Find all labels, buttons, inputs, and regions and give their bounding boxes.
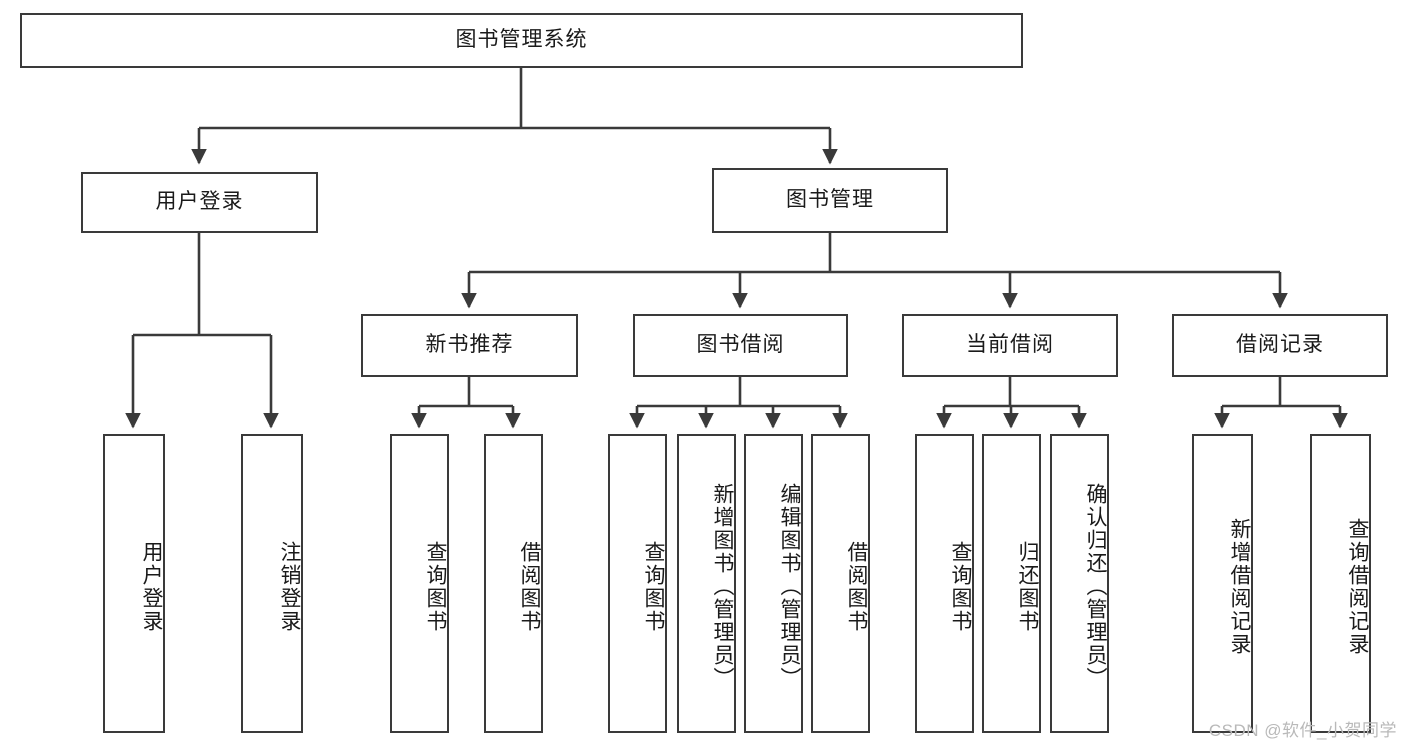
node-label: 确认归还（管理员）	[1084, 483, 1107, 690]
leaf-borrow-query-book[interactable]: 查询图书	[608, 434, 667, 733]
node-label: 图书借阅	[696, 333, 785, 357]
node-label: 借阅图书	[518, 540, 541, 633]
node-label: 新增借阅记录	[1228, 517, 1251, 656]
node-label: 图书管理系统	[455, 28, 588, 52]
node-label: 查询借阅记录	[1346, 517, 1369, 656]
node-label: 借阅记录	[1236, 333, 1324, 357]
node-user-login[interactable]: 用户登录	[81, 172, 318, 233]
node-label: 当前借阅	[966, 333, 1054, 357]
leaf-user-login[interactable]: 用户登录	[103, 434, 165, 733]
leaf-record-query-borrow-record[interactable]: 查询借阅记录	[1310, 434, 1371, 733]
leaf-recommend-borrow-book[interactable]: 借阅图书	[484, 434, 543, 733]
node-label: 图书管理	[786, 188, 874, 212]
node-label: 归还图书	[1016, 540, 1039, 633]
leaf-recommend-query-book[interactable]: 查询图书	[390, 434, 449, 733]
csdn-watermark: CSDN @软件_小贺同学	[1208, 721, 1397, 740]
node-root-system[interactable]: 图书管理系统	[20, 13, 1023, 68]
node-label: 新增图书（管理员）	[711, 483, 734, 690]
node-book-borrow[interactable]: 图书借阅	[633, 314, 848, 377]
node-label: 用户登录	[140, 540, 163, 633]
node-label: 编辑图书（管理员）	[778, 483, 801, 690]
leaf-borrow-borrow-book[interactable]: 借阅图书	[811, 434, 870, 733]
node-label: 新书推荐	[425, 333, 514, 357]
node-label: 查询图书	[424, 540, 447, 633]
leaf-borrow-add-book-admin[interactable]: 新增图书（管理员）	[677, 434, 736, 733]
node-new-book-recommend[interactable]: 新书推荐	[361, 314, 578, 377]
node-label: 查询图书	[949, 540, 972, 633]
node-label: 用户登录	[155, 190, 244, 214]
node-label: 注销登录	[278, 540, 301, 633]
leaf-user-logout[interactable]: 注销登录	[241, 434, 303, 733]
leaf-current-query-book[interactable]: 查询图书	[915, 434, 974, 733]
leaf-current-return-book[interactable]: 归还图书	[982, 434, 1041, 733]
node-label: 查询图书	[642, 540, 665, 633]
node-current-borrow[interactable]: 当前借阅	[902, 314, 1118, 377]
node-borrow-record[interactable]: 借阅记录	[1172, 314, 1388, 377]
leaf-borrow-edit-book-admin[interactable]: 编辑图书（管理员）	[744, 434, 803, 733]
node-book-management[interactable]: 图书管理	[712, 168, 948, 233]
leaf-current-confirm-return-admin[interactable]: 确认归还（管理员）	[1050, 434, 1109, 733]
leaf-record-add-borrow-record[interactable]: 新增借阅记录	[1192, 434, 1253, 733]
node-label: 借阅图书	[845, 540, 868, 633]
